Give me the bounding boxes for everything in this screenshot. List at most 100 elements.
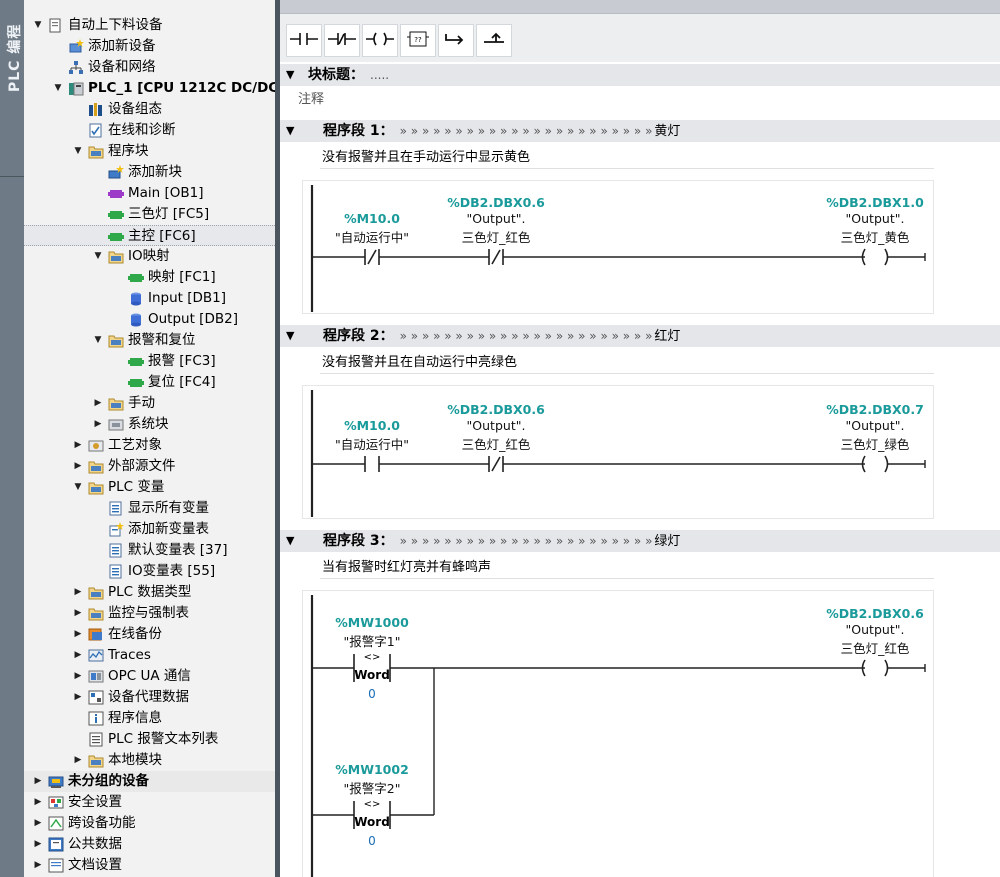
tree-item[interactable]: ▶工艺对象 xyxy=(24,435,275,456)
expand-arrow-closed-icon[interactable]: ▶ xyxy=(94,419,102,429)
tree-item[interactable]: Input [DB1] xyxy=(24,288,275,309)
expand-arrow-closed-icon[interactable]: ▶ xyxy=(94,398,102,408)
network-comment[interactable]: 没有报警并且在自动运行中亮绿色 xyxy=(320,352,934,374)
tree-item[interactable]: ▶在线备份 xyxy=(24,624,275,645)
compare-tag[interactable]: "报警字1" xyxy=(343,634,401,649)
tree-item[interactable]: ▶外部源文件 xyxy=(24,456,275,477)
tree-item[interactable]: ▶公共数据 xyxy=(24,834,275,855)
expand-arrow-closed-icon[interactable]: ▶ xyxy=(74,440,82,450)
contact-address[interactable]: %M10.0 xyxy=(344,211,400,226)
expand-arrow-closed-icon[interactable]: ▶ xyxy=(34,797,42,807)
tree-item[interactable]: Output [DB2] xyxy=(24,309,275,330)
tree-item[interactable]: 程序信息 xyxy=(24,708,275,729)
empty-box-button[interactable]: ?? xyxy=(400,24,436,57)
expand-arrow-closed-icon[interactable]: ▶ xyxy=(34,860,42,870)
network-title-bar[interactable]: ▼程序段 1：» » » » » » » » » » » » » » » » »… xyxy=(280,120,1000,142)
coil-tag-member[interactable]: 三色灯_黄色 xyxy=(840,230,910,245)
expand-arrow-open-icon[interactable]: ▼ xyxy=(54,83,62,93)
coil-address[interactable]: %DB2.DBX0.6 xyxy=(826,606,924,621)
coil-address[interactable]: %DB2.DBX0.7 xyxy=(826,402,924,417)
tree-item[interactable]: ▶跨设备功能 xyxy=(24,813,275,834)
tree-item[interactable]: ▶未分组的设备 xyxy=(24,771,275,792)
tree-item[interactable]: ▼程序块 xyxy=(24,141,275,162)
expand-arrow-open-icon[interactable]: ▼ xyxy=(74,482,82,492)
close-branch-button[interactable] xyxy=(476,24,512,57)
contact-address[interactable]: %DB2.DBX0.6 xyxy=(447,402,545,417)
tree-item[interactable]: Main [OB1] xyxy=(24,183,275,204)
expand-arrow-closed-icon[interactable]: ▶ xyxy=(74,608,82,618)
network-name[interactable]: 黄灯 xyxy=(654,124,681,139)
tree-item[interactable]: ▶Traces xyxy=(24,645,275,666)
expand-arrow-closed-icon[interactable]: ▶ xyxy=(74,461,82,471)
contact-tag[interactable]: "Output". xyxy=(466,211,526,226)
expand-arrow-open-icon[interactable]: ▼ xyxy=(94,251,102,261)
tree-item[interactable]: ▼IO映射 xyxy=(24,246,275,267)
coil-tag[interactable]: "Output". xyxy=(845,211,905,226)
contact-tag[interactable]: "Output". xyxy=(466,418,526,433)
expand-arrow-closed-icon[interactable]: ▶ xyxy=(34,839,42,849)
collapse-caret-icon[interactable]: ▼ xyxy=(286,124,295,137)
tree-item[interactable]: ▶本地模块 xyxy=(24,750,275,771)
expand-arrow-closed-icon[interactable]: ▶ xyxy=(74,650,82,660)
tree-item[interactable]: 在线和诊断 xyxy=(24,120,275,141)
expand-arrow-open-icon[interactable]: ▼ xyxy=(34,20,42,30)
tree-item[interactable]: ▶监控与强制表 xyxy=(24,603,275,624)
coil-tag[interactable]: "Output". xyxy=(845,622,905,637)
contact-address[interactable]: %M10.0 xyxy=(344,418,400,433)
tree-item[interactable]: IO变量表 [55] xyxy=(24,561,275,582)
tree-item[interactable]: 设备和网络 xyxy=(24,57,275,78)
coil-tag-member[interactable]: 三色灯_红色 xyxy=(840,641,910,656)
block-comment[interactable]: 注释 xyxy=(298,92,325,107)
tree-item[interactable]: ▶手动 xyxy=(24,393,275,414)
expand-arrow-closed-icon[interactable]: ▶ xyxy=(74,587,82,597)
plc-programming-tab[interactable]: PLC 编程 xyxy=(3,8,23,98)
collapse-caret-icon[interactable]: ▼ xyxy=(286,534,295,547)
tree-item[interactable]: 设备组态 xyxy=(24,99,275,120)
compare-value[interactable]: 0 xyxy=(368,834,376,848)
coil-button[interactable] xyxy=(362,24,398,57)
nc-contact-button[interactable] xyxy=(324,24,360,57)
expand-arrow-closed-icon[interactable]: ▶ xyxy=(34,776,42,786)
network-name[interactable]: 红灯 xyxy=(654,329,681,344)
no-contact-button[interactable] xyxy=(286,24,322,57)
tree-item[interactable]: ▶PLC 数据类型 xyxy=(24,582,275,603)
tree-item[interactable]: 添加新块 xyxy=(24,162,275,183)
tree-item[interactable]: ▼PLC_1 [CPU 1212C DC/DC... xyxy=(24,78,275,99)
tree-item[interactable]: 报警 [FC3] xyxy=(24,351,275,372)
network-title-bar[interactable]: ▼程序段 3：» » » » » » » » » » » » » » » » »… xyxy=(280,530,1000,552)
tree-item[interactable]: 三色灯 [FC5] xyxy=(24,204,275,225)
network-comment[interactable]: 当有报警时红灯亮并有蜂鸣声 xyxy=(320,557,934,579)
tree-item[interactable]: ▶安全设置 xyxy=(24,792,275,813)
tree-item[interactable]: ▼PLC 变量 xyxy=(24,477,275,498)
tree-item[interactable]: ▶设备代理数据 xyxy=(24,687,275,708)
coil-tag-member[interactable]: 三色灯_绿色 xyxy=(840,437,910,452)
contact-tag[interactable]: "自动运行中" xyxy=(335,230,409,245)
tree-item[interactable]: 默认变量表 [37] xyxy=(24,540,275,561)
network-title-bar[interactable]: ▼程序段 2：» » » » » » » » » » » » » » » » »… xyxy=(280,325,1000,347)
expand-arrow-closed-icon[interactable]: ▶ xyxy=(74,671,82,681)
panel-splitter[interactable] xyxy=(275,0,280,877)
coil-address[interactable]: %DB2.DBX1.0 xyxy=(826,195,924,210)
network-name[interactable]: 绿灯 xyxy=(654,534,681,549)
expand-arrow-closed-icon[interactable]: ▶ xyxy=(74,755,82,765)
compare-address[interactable]: %MW1002 xyxy=(335,762,409,777)
block-title-bar[interactable]: ▼ 块标题：..... xyxy=(280,64,1000,86)
tree-item[interactable]: 映射 [FC1] xyxy=(24,267,275,288)
tree-item[interactable]: ▶文档设置 xyxy=(24,855,275,876)
tree-item[interactable]: ▼自动上下料设备 xyxy=(24,15,275,36)
contact-tag-member[interactable]: 三色灯_红色 xyxy=(461,230,531,245)
collapse-caret-icon[interactable]: ▼ xyxy=(286,68,295,81)
compare-value[interactable]: 0 xyxy=(368,687,376,701)
tree-item[interactable]: ▶OPC UA 通信 xyxy=(24,666,275,687)
contact-tag[interactable]: "自动运行中" xyxy=(335,437,409,452)
expand-arrow-closed-icon[interactable]: ▶ xyxy=(74,692,82,702)
tree-item[interactable]: ▶系统块 xyxy=(24,414,275,435)
tree-item[interactable]: ▼报警和复位 xyxy=(24,330,275,351)
collapse-caret-icon[interactable]: ▼ xyxy=(286,329,295,342)
expand-arrow-closed-icon[interactable]: ▶ xyxy=(34,818,42,828)
coil-tag[interactable]: "Output". xyxy=(845,418,905,433)
tree-item[interactable]: 显示所有变量 xyxy=(24,498,275,519)
tree-item[interactable]: 添加新设备 xyxy=(24,36,275,57)
tree-item[interactable]: 添加新变量表 xyxy=(24,519,275,540)
contact-address[interactable]: %DB2.DBX0.6 xyxy=(447,195,545,210)
